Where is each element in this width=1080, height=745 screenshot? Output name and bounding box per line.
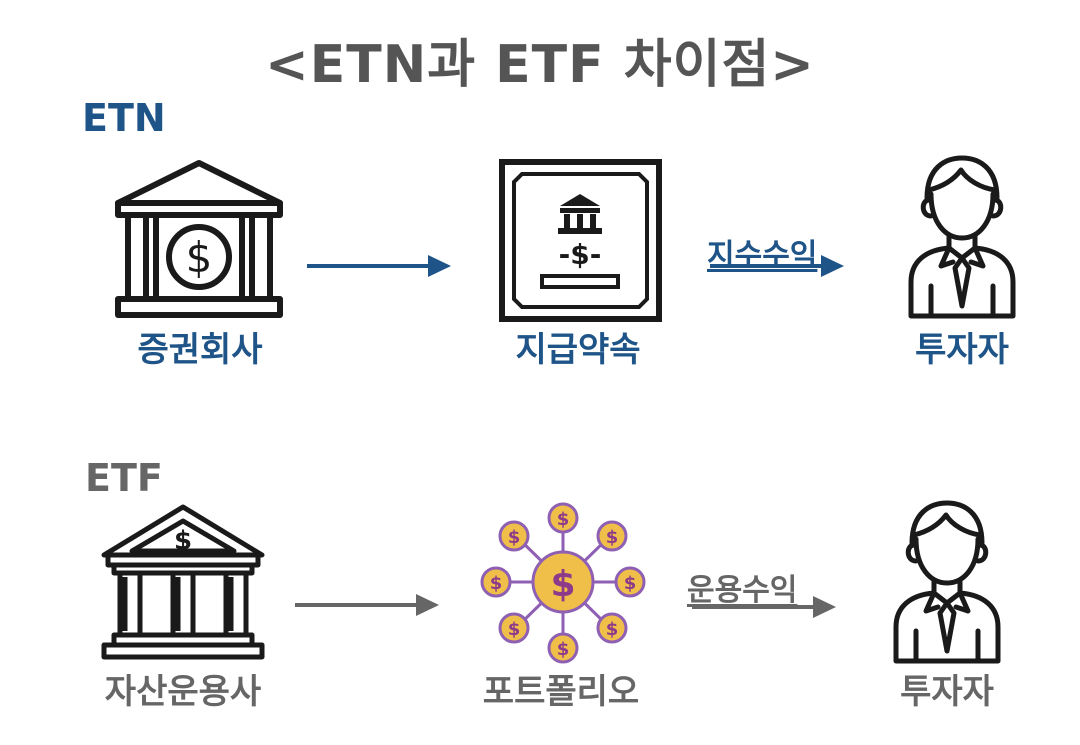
coin-dollar: $ <box>490 573 503 594</box>
etn-instrument-label: 지급약속 <box>515 330 641 370</box>
etf-instrument-label: 포트폴리오 <box>482 672 640 712</box>
coin-dollar: $ <box>557 639 570 660</box>
coin-network-icon: $ $ $ $ $ $ $ $ $ <box>480 502 646 664</box>
etn-investor-label: 투자자 <box>915 330 1009 370</box>
etn-heading: ETN <box>82 96 166 140</box>
etf-arrow-1 <box>295 594 439 616</box>
cert-dollar-text: -$- <box>559 238 602 271</box>
coin-dollar: $ <box>508 619 521 640</box>
etn-arrow-1 <box>307 255 451 277</box>
bank-dollar-icon: $ <box>115 160 283 318</box>
businessman-icon <box>893 500 1001 664</box>
etf-investor-label: 투자자 <box>900 672 994 712</box>
etn-issuer-label: 증권회사 <box>137 330 263 370</box>
coin-center-dollar: $ <box>550 564 575 605</box>
etn-arrow-2 <box>710 255 844 277</box>
coin-dollar: $ <box>624 573 637 594</box>
temple-dollar-sign: $ <box>174 526 192 556</box>
etf-payout-label: 운용수익 <box>687 573 798 608</box>
etf-arrow-2 <box>692 596 836 618</box>
etf-issuer-label: 자산운용사 <box>104 672 262 712</box>
certificate-icon: -$- <box>499 159 662 322</box>
businessman-icon <box>908 155 1016 319</box>
coin-dollar: $ <box>508 527 521 548</box>
coin-dollar: $ <box>606 527 619 548</box>
page-title: <ETN과 ETF 차이점> <box>265 35 815 95</box>
temple-bank-icon: $ <box>101 504 265 660</box>
etf-heading: ETF <box>85 456 163 500</box>
dollar-sign: $ <box>186 233 213 282</box>
coin-dollar: $ <box>557 509 570 530</box>
coin-dollar: $ <box>606 619 619 640</box>
